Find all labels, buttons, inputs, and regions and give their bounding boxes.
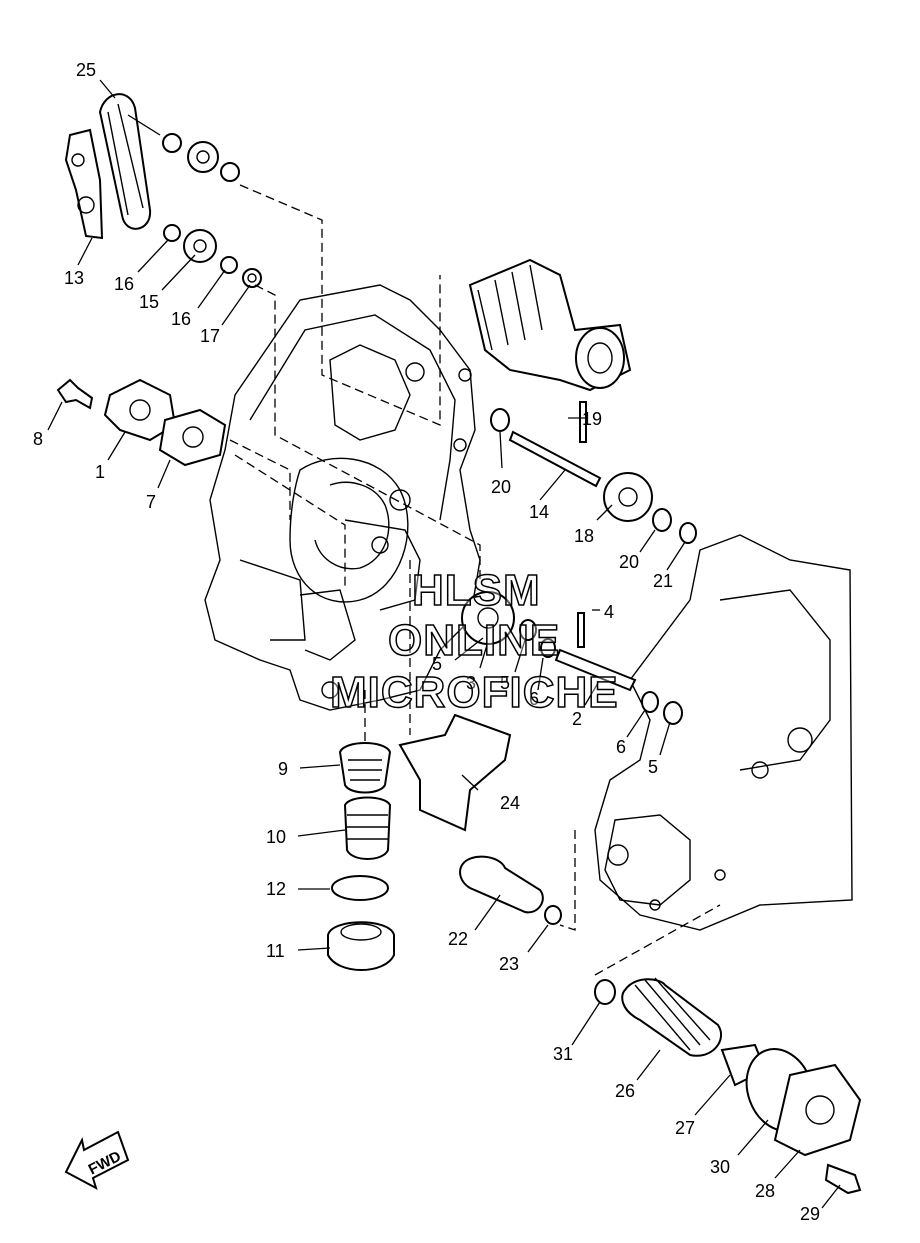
callout-29: 29 [800, 1204, 820, 1224]
fwd-arrow-icon: FWD [64, 1130, 130, 1191]
callout-31: 31 [553, 1044, 573, 1064]
callout-26: 26 [615, 1081, 635, 1101]
callout-5-a: 5 [432, 654, 442, 674]
assembly-lines [229, 184, 721, 976]
callout-6-a: 6 [529, 689, 539, 709]
callout-9: 9 [278, 759, 288, 779]
callout-4: 4 [604, 602, 614, 622]
callout-5-b: 5 [500, 673, 510, 693]
callout-16-lower: 16 [171, 309, 191, 329]
callout-14: 14 [529, 502, 549, 522]
callout-25: 25 [76, 60, 96, 80]
oil-pump [56, 378, 227, 467]
callout-20-left: 20 [491, 477, 511, 497]
crankcase [204, 284, 481, 711]
watermark-line-1: HLSM [412, 566, 541, 615]
callout-24: 24 [500, 793, 520, 813]
callout-2: 2 [572, 709, 582, 729]
watermark: HLSM ONLINE MICROFICHE [329, 565, 619, 718]
callout-7: 7 [146, 492, 156, 512]
callout-19: 19 [582, 409, 602, 429]
cam-chain [98, 93, 152, 230]
callout-20-right: 20 [619, 552, 639, 572]
callout-1: 1 [95, 462, 105, 482]
crankcase-right [594, 534, 853, 931]
callout-27: 27 [675, 1118, 695, 1138]
oil-guide-plate [398, 713, 512, 832]
callout-22: 22 [448, 929, 468, 949]
balancer-shaft [468, 258, 632, 392]
watermark-line-3: MICROFICHE [330, 668, 619, 717]
oil-strainer-set [327, 742, 395, 971]
relief-valve [459, 855, 562, 925]
pump-drive-shaft [490, 401, 697, 544]
oil-filter-assembly [594, 977, 862, 1195]
chain-guide [64, 128, 104, 240]
callout-6-b: 6 [616, 737, 626, 757]
callout-23: 23 [499, 954, 519, 974]
callout-28: 28 [755, 1181, 775, 1201]
callout-15: 15 [139, 292, 159, 312]
callout-13: 13 [64, 268, 84, 288]
callout-3: 3 [466, 673, 476, 693]
sprocket-upper [162, 133, 240, 182]
callout-16-upper: 16 [114, 274, 134, 294]
drive-sprocket [163, 224, 262, 288]
watermark-line-2: ONLINE [388, 616, 560, 665]
callout-17: 17 [200, 326, 220, 346]
callout-11: 11 [266, 941, 285, 961]
callout-8: 8 [33, 429, 43, 449]
callout-12: 12 [266, 879, 286, 899]
pump-gear-assembly [461, 591, 683, 725]
callout-10: 10 [266, 827, 286, 847]
callout-5-c: 5 [648, 757, 658, 777]
callout-30: 30 [710, 1157, 730, 1177]
callout-numbers: 25 13 16 15 16 17 8 1 7 19 20 14 18 20 2… [33, 60, 820, 1224]
leader-lines [47, 79, 841, 1209]
callout-21: 21 [653, 571, 673, 591]
callout-18: 18 [574, 526, 594, 546]
